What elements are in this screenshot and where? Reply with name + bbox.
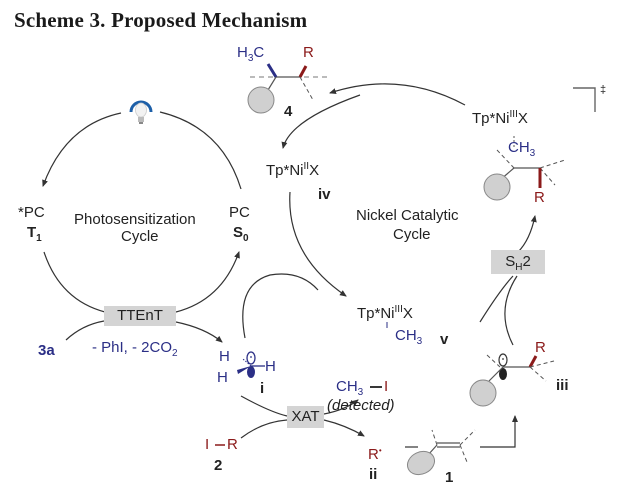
nickel-v-label: Tp*NiIIIX xyxy=(357,304,413,322)
substrate-sphere xyxy=(247,86,275,114)
methyl-radical-id: i xyxy=(260,380,265,397)
xat-box: XAT xyxy=(287,406,324,428)
adduct-iii-id: iii xyxy=(556,377,569,394)
product-4-structure xyxy=(247,63,327,114)
detected-label: (detected) xyxy=(327,397,395,414)
product-4-id: 4 xyxy=(284,103,293,120)
arc-ttent-to-s0 xyxy=(175,251,240,313)
byproducts-label: - PhI, - 2CO2 xyxy=(92,339,178,359)
product-r-label: R xyxy=(303,44,314,61)
excited-pc-label: *PC xyxy=(18,204,45,221)
methyl-radical-h2: H xyxy=(217,369,228,386)
ts-methyl-label: CH3 xyxy=(508,139,536,159)
arc-s0-to-bulb xyxy=(159,111,242,190)
arc-ttent-to-i xyxy=(175,321,223,343)
substrate-sphere xyxy=(469,379,497,407)
ts-double-dagger: ‡ xyxy=(600,84,607,96)
ts-r-label: R xyxy=(534,189,545,206)
methyl-radical-structure xyxy=(237,351,265,378)
alkene-1-structure xyxy=(406,429,476,476)
ttent-box: TTEnT xyxy=(104,306,176,326)
reagent-3a-label: 3a xyxy=(38,342,55,359)
photo-cycle-label-line1: Photosensitization xyxy=(74,211,196,228)
arc-3a-to-ttent xyxy=(65,320,105,341)
sh2-box: SH2 xyxy=(491,250,545,274)
alkene-1-id: 1 xyxy=(445,469,454,486)
nickel-iv-id: iv xyxy=(318,186,331,203)
nickel-v-methyl: CH3 xyxy=(395,327,423,347)
photo-cycle-arcs xyxy=(42,111,242,343)
transition-state-structure xyxy=(483,87,596,201)
nickel-cycle-label-line1: Nickel Catalytic xyxy=(356,207,459,224)
arc-bulb-to-t1 xyxy=(42,112,122,187)
alkyl-iodide-i: I xyxy=(205,436,210,453)
nickel-cycle-arcs xyxy=(242,83,537,346)
arc-iv-to-v xyxy=(289,191,347,297)
xat-arrows xyxy=(240,395,365,439)
methyl-iodide-label: CH3 xyxy=(336,378,364,398)
methyl-radical-h1: H xyxy=(219,348,230,365)
ts-nickel-label: Tp*NiIIIX xyxy=(472,109,528,127)
methyl-iodide-i: I xyxy=(384,378,389,395)
substrate-sphere xyxy=(483,173,511,201)
arc-ts-to-product xyxy=(329,83,466,106)
arc-sh2-to-ts xyxy=(517,215,537,253)
scheme-title: Scheme 3. Proposed Mechanism xyxy=(14,8,308,32)
arc-iii-to-sh2 xyxy=(504,275,518,346)
photo-cycle-label-line2: Cycle xyxy=(121,228,159,245)
adduct-r-label: R xyxy=(535,339,546,356)
radical-adduct-structure xyxy=(469,353,555,407)
arc-v-to-sh2 xyxy=(479,275,514,323)
ts-bracket xyxy=(573,87,596,112)
alkene-arrow xyxy=(405,415,518,448)
nickel-v-id: v xyxy=(440,331,449,348)
alkyl-radical-label: R• xyxy=(368,446,382,463)
light-bulb-icon xyxy=(129,100,153,124)
nickel-iv-label: Tp*NiIIX xyxy=(266,161,320,179)
ground-pc-label: PC xyxy=(229,204,250,221)
alkyl-iodide-r: R xyxy=(227,436,238,453)
methyl-radical-h3: H xyxy=(265,358,276,375)
arc-v-to-iv xyxy=(281,94,361,149)
singlet-state-label: S0 xyxy=(233,224,249,244)
product-methyl-label: H3C xyxy=(237,44,265,64)
nickel-cycle-label-line2: Cycle xyxy=(393,226,431,243)
alkyl-iodide-id: 2 xyxy=(214,457,223,474)
triplet-state-label: T1 xyxy=(27,224,42,244)
alkyl-radical-id: ii xyxy=(369,466,378,483)
arc-t1-to-ttent xyxy=(43,251,106,313)
arc-i-to-v xyxy=(242,273,319,339)
substrate-sphere xyxy=(406,450,436,476)
